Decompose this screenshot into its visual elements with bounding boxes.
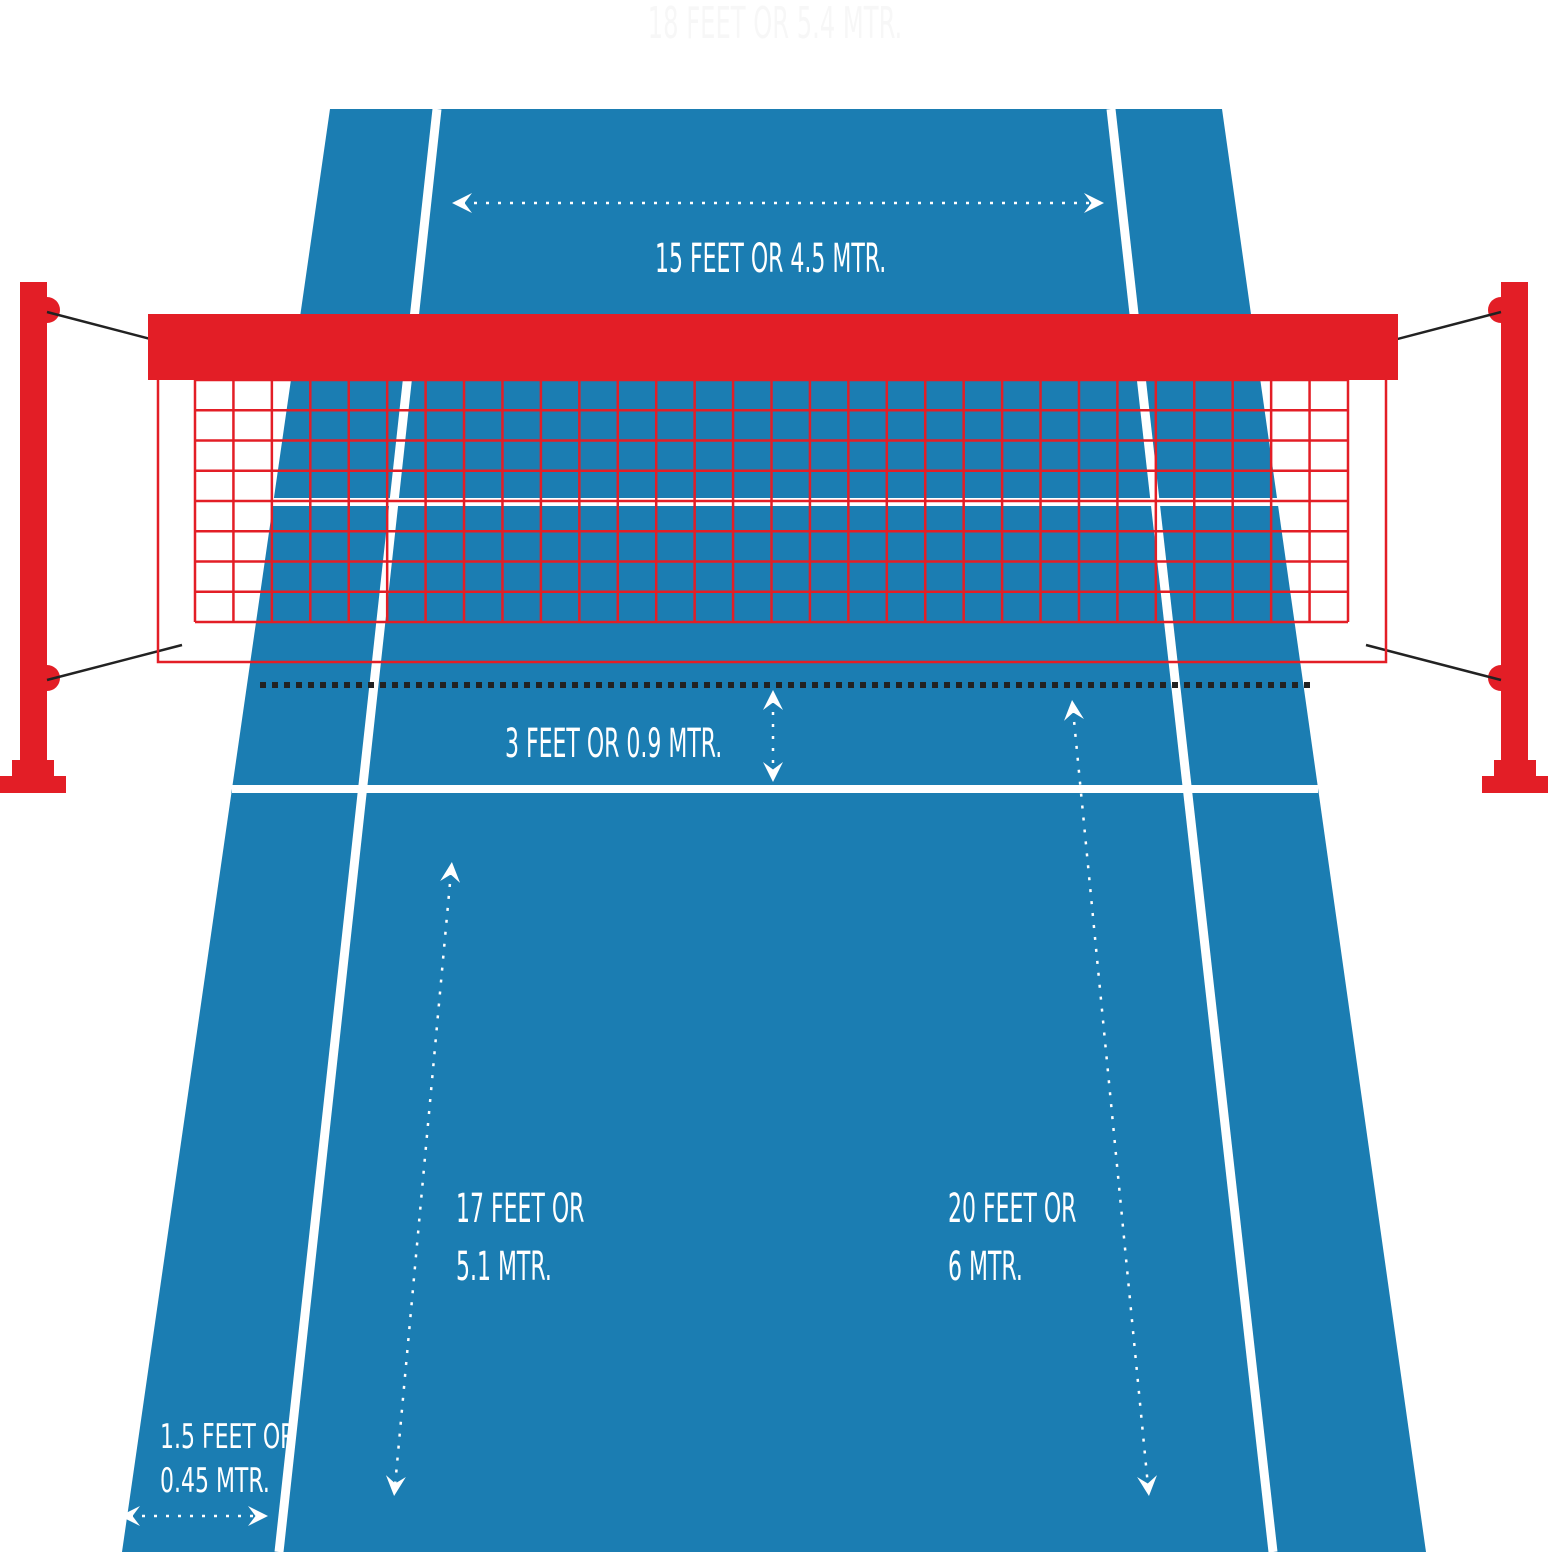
right-post <box>1482 282 1548 793</box>
left-depth-label-1: 17 FEET OR <box>456 1185 584 1232</box>
right-depth-label-2: 6 MTR. <box>948 1243 1023 1290</box>
inner-width-label: 15 FEET OR 4.5 MTR. <box>655 235 886 282</box>
right-depth-label-1: 20 FEET OR <box>948 1185 1076 1232</box>
net-top-band <box>148 314 1398 380</box>
left-depth-label-2: 5.1 MTR. <box>456 1243 552 1290</box>
top-width-label: 18 FEET OR 5.4 MTR. <box>648 0 902 49</box>
left-post <box>0 282 66 793</box>
right-depth-arrow <box>1064 700 1157 1496</box>
net-gap-label: 3 FEET OR 0.9 MTR. <box>505 720 722 767</box>
alley-label-1: 1.5 FEET OR <box>160 1416 296 1456</box>
alley-label-2: 0.45 MTR. <box>160 1460 270 1500</box>
